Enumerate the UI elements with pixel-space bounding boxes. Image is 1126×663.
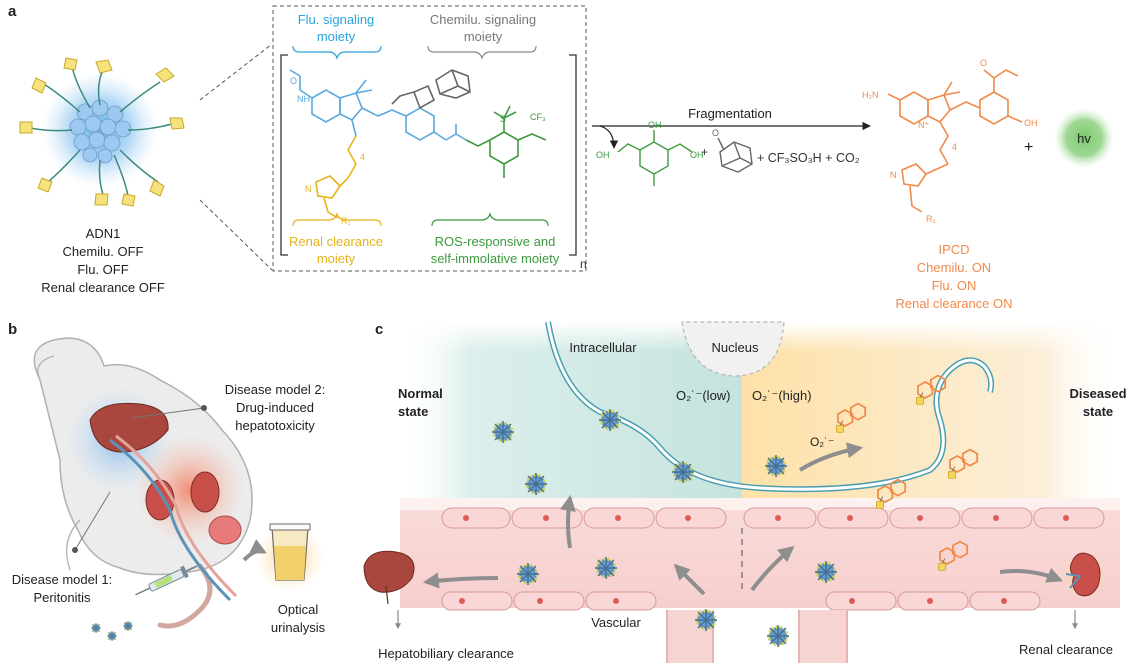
chem-ipcd-4: 4 xyxy=(952,142,957,152)
transport-arrows xyxy=(422,442,1063,596)
polymer-bracket-left xyxy=(280,54,288,256)
renal-moiety-label-1: Renal clearance xyxy=(289,234,383,249)
byproduct-arrow xyxy=(599,125,619,149)
chem-oh-top: OH xyxy=(648,120,662,130)
ipcd-renal-status: Renal clearance ON xyxy=(895,296,1012,311)
o2-low-label: O₂˙⁻(low) xyxy=(676,388,731,403)
renal-moiety-label-2: moiety xyxy=(317,251,356,266)
o2-high-label: O₂˙⁻(high) xyxy=(752,388,812,403)
panel-label-c: c xyxy=(375,321,383,338)
polymer-bracket-right xyxy=(569,54,577,256)
ipcd-name: IPCD xyxy=(938,242,969,257)
kidney-icon xyxy=(1060,552,1108,600)
urine-arrow xyxy=(242,539,267,562)
disease1-label-2: Peritonitis xyxy=(33,590,91,605)
chem-oh-right: OH xyxy=(690,150,704,160)
chem-chain-4: 4 xyxy=(360,152,365,162)
byproducts-label: + CF₃SO₃H + CO₂ xyxy=(757,151,860,165)
byproduct-quinone-methide xyxy=(617,130,693,186)
chem-o-ketone: O xyxy=(712,128,719,138)
adn1-renal-status: Renal clearance OFF xyxy=(41,280,165,295)
optical-urinalysis-label-1: Optical xyxy=(278,602,319,617)
chemilu-moiety-label-2: moiety xyxy=(464,29,503,44)
ros-moiety-label-2: self-immolative moiety xyxy=(431,251,560,266)
diseased-state-label-1: Diseased xyxy=(1069,386,1126,401)
zoom-line-top xyxy=(199,43,273,101)
diseased-state-label-2: state xyxy=(1083,404,1113,419)
chem-o-ester: O xyxy=(980,58,987,68)
nucleus xyxy=(681,321,785,377)
polymer-structure xyxy=(289,69,547,219)
liver-icon xyxy=(363,550,415,605)
nucleus-label: Nucleus xyxy=(712,340,759,355)
o2-label: O₂˙⁻ xyxy=(810,435,834,449)
ipcd-structure xyxy=(887,69,1023,213)
disease1-pointer xyxy=(74,491,111,551)
chem-cf3: CF₃ xyxy=(530,112,546,122)
disease2-label-3: hepatotoxicity xyxy=(235,418,315,433)
intracellular-label: Intracellular xyxy=(569,340,637,355)
plus-byproduct: + xyxy=(701,145,708,159)
chem-r1: R₁ xyxy=(341,216,351,226)
renal-clearance-label: Renal clearance xyxy=(1019,642,1113,657)
ros-brace xyxy=(431,212,549,227)
polymer-structure-box xyxy=(272,5,587,272)
normal-state-label-2: state xyxy=(398,404,428,419)
chem-n-triazole: N xyxy=(305,184,312,194)
normal-state-label-1: Normal xyxy=(398,386,443,401)
chem-oh-left: OH xyxy=(596,150,610,160)
adn1-flu-status: Flu. OFF xyxy=(77,262,128,277)
mouse-illustration xyxy=(33,337,253,642)
repeat-n-label: n xyxy=(580,257,587,271)
flu-brace xyxy=(292,45,382,60)
vascular-label: Vascular xyxy=(591,615,641,630)
fragmentation-label: Fragmentation xyxy=(688,106,772,121)
optical-urinalysis-label-2: urinalysis xyxy=(271,620,326,635)
panel-label-b: b xyxy=(8,321,17,338)
panel-label-a: a xyxy=(8,3,17,20)
hepatobiliary-label: Hepatobiliary clearance xyxy=(378,646,514,661)
chem-o-amide: O xyxy=(290,76,297,86)
endothelial-cells-top xyxy=(441,507,1105,529)
chem-nh: NH xyxy=(297,94,310,104)
byproduct-adamantanone xyxy=(717,137,753,173)
chemilu-moiety-label-1: Chemilu. signaling xyxy=(430,12,536,27)
adn1-chemilu-status: Chemilu. OFF xyxy=(63,244,144,259)
flu-moiety-label-1: Flu. signaling xyxy=(298,12,375,27)
chem-ipcd-n: N xyxy=(890,170,897,180)
disease2-label-1: Disease model 2: xyxy=(225,382,325,397)
chem-s: S xyxy=(500,114,506,124)
zoom-line-bottom xyxy=(199,199,273,271)
chem-oh-ipcd: OH xyxy=(1024,118,1038,128)
chem-n-plus: N⁺ xyxy=(918,120,929,130)
chem-h2n: H₂N xyxy=(862,90,879,100)
disease2-label-2: Drug-induced xyxy=(236,400,314,415)
urine-cup-icon xyxy=(256,523,324,592)
disease2-pointer xyxy=(131,407,205,419)
chemilu-brace xyxy=(427,45,537,60)
adn1-name: ADN1 xyxy=(86,226,121,241)
hv-glow xyxy=(1054,108,1114,168)
ros-moiety-label-1: ROS-responsive and xyxy=(435,234,556,249)
plus-hv: + xyxy=(1024,139,1033,156)
hv-label: hv xyxy=(1077,131,1091,146)
disease1-label-1: Disease model 1: xyxy=(12,572,112,587)
ipcd-chemilu-status: Chemilu. ON xyxy=(917,260,991,275)
chem-ipcd-r1: R₁ xyxy=(926,214,936,224)
adn1-nanoparticle xyxy=(19,57,185,207)
flu-moiety-label-2: moiety xyxy=(317,29,356,44)
ipcd-flu-status: Flu. ON xyxy=(932,278,977,293)
renal-brace xyxy=(292,212,382,227)
